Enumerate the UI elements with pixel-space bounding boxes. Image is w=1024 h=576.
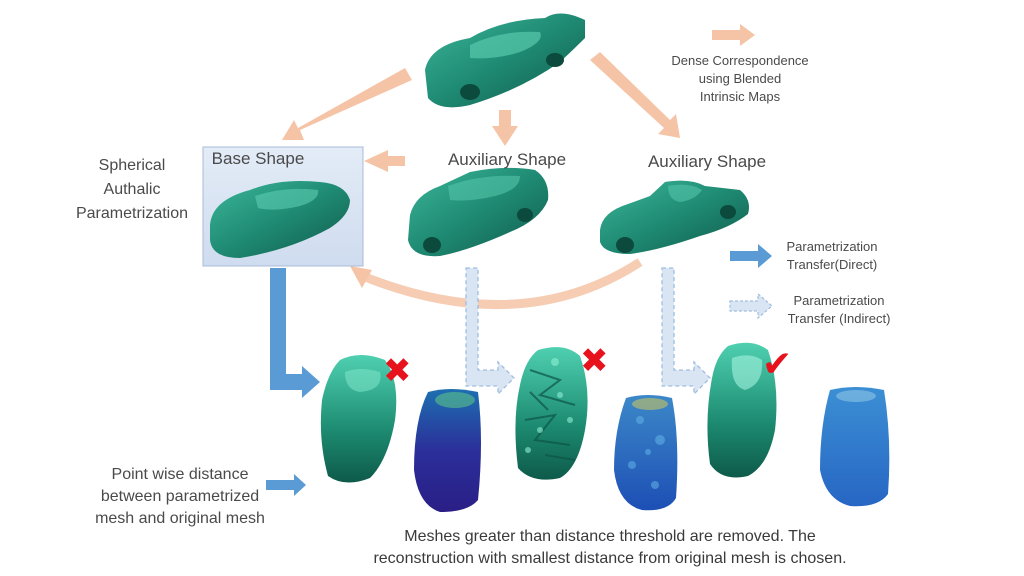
arrow-to-aux1 [492, 110, 518, 146]
spherical-line-2: Authalic [103, 181, 161, 198]
correspondence-arrows [282, 24, 755, 172]
indirect-transfer-arrow-2 [661, 267, 711, 396]
reject-marker-1: ✖ [383, 351, 412, 391]
pointwise-distance-label: Point wise distance between parametrized… [80, 464, 280, 530]
direct-transfer-arrow [270, 268, 320, 398]
legend-indirect-arrow [729, 292, 773, 320]
legend-direct-arrow [730, 244, 772, 268]
pointwise-line-2: between parametrized [100, 488, 260, 505]
arrow-aux1-to-base [364, 150, 405, 172]
dense-line-3: Intrinsic Maps [699, 89, 781, 104]
base-car-mesh [210, 181, 350, 258]
reconstruction-2 [515, 347, 588, 480]
heatmap-3 [820, 387, 890, 507]
spherical-authalic-label: Spherical Authalic Parametrization [62, 154, 202, 226]
aux2-shape-title: Auxiliary Shape [647, 152, 767, 171]
arrow-to-aux2 [590, 52, 680, 138]
aux2-pickup-mesh [600, 180, 749, 254]
indirect-transfer-arrow-1 [465, 267, 515, 396]
bottom-caption: Meshes greater than distance threshold a… [320, 526, 900, 570]
legend-peach-arrow [712, 24, 755, 46]
pointwise-arrow [266, 474, 306, 496]
chosen-marker: ✔ [762, 344, 792, 385]
pointwise-line-1: Point wise distance [111, 466, 249, 483]
dense-correspondence-label: Dense Correspondence using Blended Intri… [640, 52, 840, 106]
spherical-line-1: Spherical [98, 157, 166, 174]
reconstruction-1 [320, 355, 397, 483]
caption-line-2: reconstruction with smallest distance fr… [373, 550, 847, 567]
direct-line-1: Parametrization [786, 239, 878, 254]
pointwise-line-3: mesh and original mesh [95, 510, 265, 527]
dense-line-2: using Blended [698, 71, 782, 86]
indirect-arc [358, 258, 643, 310]
indirect-transfer-legend: Parametrization Transfer (Indirect) [774, 292, 904, 328]
aux1-shape-title: Auxiliary Shape [447, 150, 567, 169]
direct-line-2: Transfer(Direct) [786, 257, 878, 272]
direct-transfer-legend: Parametrization Transfer(Direct) [772, 238, 892, 274]
source-car-mesh [425, 13, 585, 108]
dense-line-1: Dense Correspondence [671, 53, 809, 68]
heatmap-1 [414, 389, 481, 512]
heatmap-2 [614, 395, 678, 511]
reject-marker-2: ✖ [580, 341, 609, 381]
caption-line-1: Meshes greater than distance threshold a… [404, 528, 816, 545]
indirect-arc-head [350, 266, 372, 288]
indirect-line-1: Parametrization [793, 293, 885, 308]
indirect-line-2: Transfer (Indirect) [787, 311, 891, 326]
arrow-to-base [282, 68, 412, 140]
spherical-line-3: Parametrization [75, 205, 189, 222]
base-shape-title: Base Shape [211, 149, 305, 168]
reconstruction-3 [707, 342, 777, 478]
aux1-suv-mesh [408, 167, 549, 257]
